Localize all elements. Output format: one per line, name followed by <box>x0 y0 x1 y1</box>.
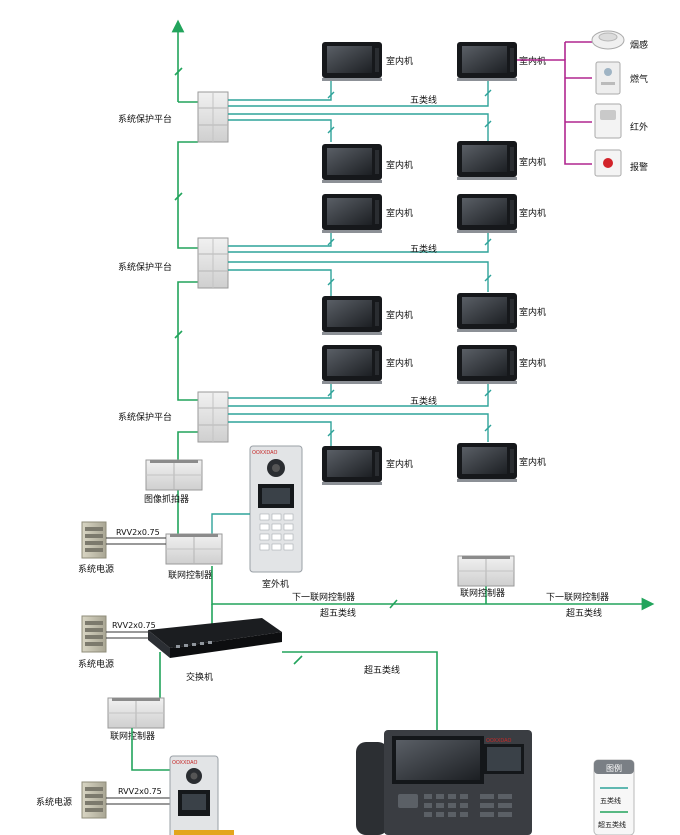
system-power-label: 系统电源 <box>78 563 114 575</box>
indoor-unit-label: 室内机 <box>519 207 546 219</box>
image-capturer-label: 图像抓拍器 <box>144 493 189 505</box>
cable-spec-label: RVV2x0.75 <box>112 621 156 630</box>
cable-spec-label: RVV2x0.75 <box>116 528 160 537</box>
indoor-unit-label: 室内机 <box>386 458 413 470</box>
brand-logo: OOXXDAO <box>172 760 197 766</box>
platform-group-1 <box>197 42 517 183</box>
legend-cat5-label: 五类线 <box>600 796 621 805</box>
outdoor-unit-lower: OOXXDAO <box>169 755 234 835</box>
smoke-detector-icon <box>591 30 625 50</box>
indoor-unit-label: 室内机 <box>519 55 546 67</box>
platform-group-3 <box>197 345 517 485</box>
network-controller-main: 联网控制器 <box>165 513 250 581</box>
switch-label: 交换机 <box>186 671 213 683</box>
platform-label-3: 系统保护平台 <box>118 411 172 423</box>
indoor-unit-label: 室内机 <box>386 159 413 171</box>
smoke-label: 烟感 <box>630 39 648 51</box>
brand-logo: OOXXDAO <box>486 738 511 744</box>
outdoor-unit-label: 室外机 <box>262 578 289 590</box>
legend: 图例 五类线 超五类线 <box>593 759 635 835</box>
platform-label-1: 系统保护平台 <box>118 113 172 125</box>
alarm-sensors: 烟感 燃气 红外 报警 <box>517 30 648 177</box>
alarm-button-icon <box>594 149 622 177</box>
super-cat5-label: 超五类线 <box>364 664 400 676</box>
indoor-unit-label: 室内机 <box>519 456 546 468</box>
next-controller-label: 下一联网控制器 <box>546 591 609 603</box>
network-controller-label: 联网控制器 <box>460 587 505 599</box>
super-cat5-label: 超五类线 <box>566 607 602 619</box>
outdoor-unit: OOXXDAO 室外机 <box>249 445 303 590</box>
next-controller-label: 下一联网控制器 <box>292 591 355 603</box>
indoor-unit-label: 室内机 <box>386 207 413 219</box>
platform-group-2 <box>197 194 517 335</box>
infrared-detector-icon <box>594 103 622 139</box>
infrared-label: 红外 <box>630 121 648 133</box>
legend-super-cat5-label: 超五类线 <box>598 820 626 829</box>
indoor-unit-label: 室内机 <box>386 55 413 67</box>
main-bus <box>171 19 198 538</box>
gas-label: 燃气 <box>630 73 648 85</box>
indoor-unit-label: 室内机 <box>386 309 413 321</box>
cat5-label: 五类线 <box>410 243 437 255</box>
lower-network-controller: 联网控制器 <box>107 652 170 771</box>
switch-to-center-link: 超五类线 <box>282 651 438 730</box>
network-switch: 交换机 <box>148 604 282 683</box>
management-center: OOXXDAO <box>356 730 532 835</box>
indoor-unit-label: 室内机 <box>519 156 546 168</box>
system-power-3: RVV2x0.75 系统电源 <box>36 781 170 819</box>
cat5-label: 五类线 <box>410 395 437 407</box>
super-cat5-label: 超五类线 <box>320 607 356 619</box>
indoor-unit-label: 室内机 <box>519 357 546 369</box>
image-capturer: 图像抓拍器 <box>144 459 203 505</box>
system-power-label: 系统电源 <box>78 658 114 670</box>
alarm-label: 报警 <box>630 161 648 173</box>
system-power-2: RVV2x0.75 系统电源 <box>78 615 156 670</box>
system-power-1: RVV2x0.75 系统电源 <box>78 521 166 575</box>
indoor-unit-label: 室内机 <box>386 357 413 369</box>
brand-logo: OOXXDAO <box>252 450 277 456</box>
indoor-unit-label: 室内机 <box>519 306 546 318</box>
cat5-label: 五类线 <box>410 94 437 106</box>
gas-detector-icon <box>595 61 621 95</box>
cable-spec-label: RVV2x0.75 <box>118 787 162 796</box>
system-power-label: 系统电源 <box>36 796 72 808</box>
network-controller-label: 联网控制器 <box>168 569 213 581</box>
platform-label-2: 系统保护平台 <box>118 261 172 273</box>
legend-title: 图例 <box>606 763 622 773</box>
